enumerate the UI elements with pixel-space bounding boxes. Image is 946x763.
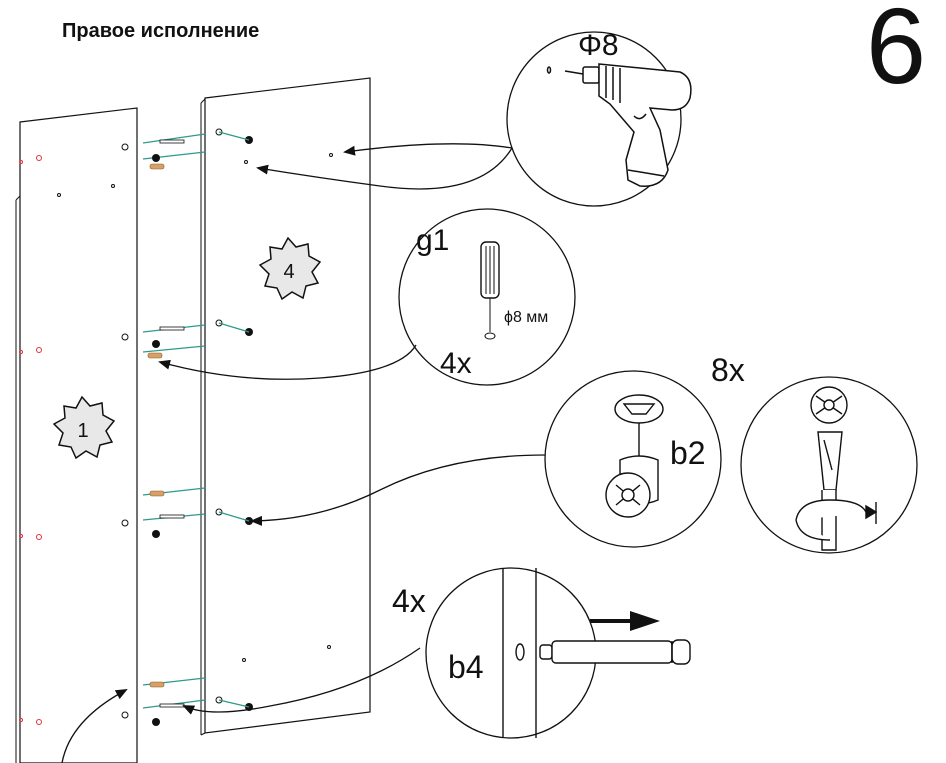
dowel-callout: g1 ϕ8 мм 4x xyxy=(158,208,576,386)
screwdriver-icon xyxy=(795,386,878,551)
cam-lock-part-label: b2 xyxy=(670,435,706,471)
dowel-part-label: g1 xyxy=(416,224,449,257)
panel-1-label: 1 xyxy=(77,420,88,442)
panel-4-label: 4 xyxy=(283,261,294,283)
dowel-icon xyxy=(480,241,500,340)
drill-callout: Φ8 xyxy=(256,29,692,207)
dowel-quantity-label: 4x xyxy=(440,347,472,380)
panel-4-badge: 4 xyxy=(258,236,322,301)
screwdriver-callout: 8x xyxy=(711,352,918,554)
cam-bolt-quantity-label: 4x xyxy=(392,583,426,619)
cam-bolt-icon xyxy=(502,568,691,738)
panel-1-red-holes xyxy=(19,155,42,725)
connector-group-2 xyxy=(121,319,253,359)
connector-group-4 xyxy=(121,677,253,726)
cam-bolt-callout: 4x b4 xyxy=(61,567,691,763)
page-title: Правое исполнение xyxy=(62,20,260,42)
connector-group-1 xyxy=(121,128,253,170)
cam-lock-quantity-label: 8x xyxy=(711,352,745,388)
panel-1-badge: 1 xyxy=(52,395,116,460)
cam-lock-icon xyxy=(605,394,664,518)
step-number: 6 xyxy=(866,0,927,106)
connector-group-3 xyxy=(121,487,253,538)
cam-bolt-part-label: b4 xyxy=(448,649,484,685)
cam-lock-callout: b2 xyxy=(250,370,722,548)
drill-diameter-label: Φ8 xyxy=(578,29,619,62)
panel-4 xyxy=(200,77,371,736)
push-arrow-icon xyxy=(590,611,660,631)
dowel-diameter-label: ϕ8 мм xyxy=(504,309,548,326)
drill-icon xyxy=(546,63,692,187)
